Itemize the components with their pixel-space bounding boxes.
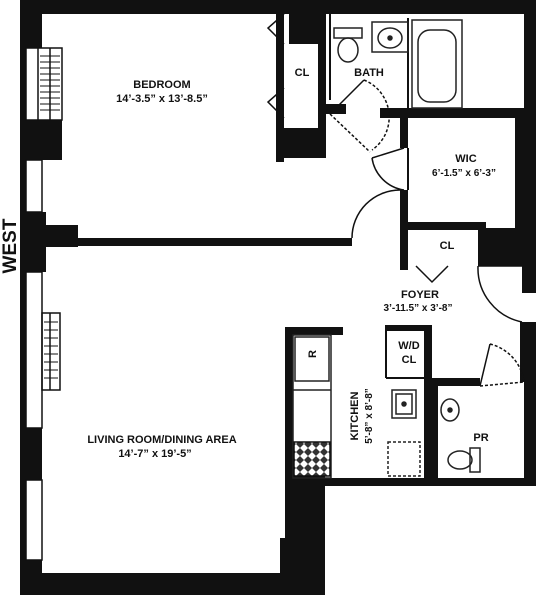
top-wall-bath [326, 0, 536, 14]
dishwasher [387, 441, 421, 477]
pr-door-leaf [479, 343, 491, 387]
pr-door-arc [489, 343, 525, 383]
window-living-upper [25, 271, 43, 429]
bedroom-closet-back [318, 14, 326, 139]
right-wall-upper [522, 118, 536, 293]
refrigerator-label: R [307, 350, 319, 358]
wd-closet-top-wall [385, 325, 432, 331]
bedroom-closet-door-lower [266, 87, 285, 119]
foyer-closet-right [478, 222, 486, 266]
bedroom-bottom-stub [42, 225, 78, 247]
bath-sink-counter [371, 21, 409, 53]
foyer-closet-door [415, 265, 449, 284]
bedroom-closet-label: CL [295, 67, 310, 79]
doors [266, 13, 525, 387]
right-wall-mid [520, 322, 536, 382]
foyer-name: FOYER [401, 289, 439, 301]
bedroom-door-arc [351, 189, 401, 239]
wic-door-arc [371, 157, 405, 191]
foyer-closet-label: CL [440, 240, 455, 252]
west-wall-lower [20, 428, 42, 480]
kitchen-name: KITCHEN [349, 392, 361, 441]
wic-left-lower-wall [400, 190, 408, 270]
wd-closet-line2: CL [402, 354, 417, 366]
right-wall-lower [524, 382, 536, 478]
bath-toilet-tank [333, 27, 363, 39]
pr-toilet-tank [469, 447, 481, 473]
kitchen-bottom-wall [285, 478, 536, 486]
kitchen-counter [292, 334, 332, 479]
kitchen-left-pillar [285, 470, 325, 573]
pr-top-wall [424, 378, 480, 386]
west-wall-top [20, 0, 42, 48]
bath-toilet-bowl [337, 37, 359, 63]
wd-closet-right-wall [424, 330, 432, 380]
pr-label: PR [473, 432, 488, 444]
top-wall-bedroom [20, 0, 330, 14]
bath-door-leaf [329, 79, 365, 115]
bedroom-closet-frame [276, 14, 284, 162]
pr-toilet-bowl [447, 450, 473, 470]
wic-left-wall [400, 118, 408, 148]
pr-left-wall [424, 378, 438, 486]
west-wall-sliver-c [20, 272, 26, 428]
refrigerator [294, 336, 330, 382]
kitchen-sink [391, 389, 417, 419]
bedroom-bottom-wall [42, 238, 352, 246]
walls [20, 0, 536, 595]
bedroom-closet-base [276, 128, 326, 158]
window-bedroom [25, 47, 63, 121]
kitchen-top-wall [285, 327, 343, 335]
bath-bottom-wall [380, 108, 536, 118]
foyer-closet-top [405, 222, 485, 230]
cooktop [293, 441, 331, 477]
bottom-wall [20, 573, 325, 595]
bathtub-inner [417, 29, 457, 103]
window-living-ac [41, 312, 61, 391]
bathtub [411, 19, 463, 109]
west-wall-sliver-a [20, 48, 26, 120]
bath-label: BATH [354, 67, 384, 79]
window-vents [40, 55, 60, 379]
window-living-lower [25, 479, 43, 561]
west-wall-upper [20, 120, 62, 160]
bath-sink-basin [377, 27, 403, 49]
wic-dims: 6’-1.5” x 6’-3” [432, 168, 496, 179]
foyer-dims: 3’-11.5” x 3’-8” [384, 303, 453, 314]
west-wall-sliver-d [20, 480, 26, 560]
bedroom-closet-door-upper [266, 13, 285, 45]
west-wall-sliver-b [20, 160, 26, 212]
right-wall-block [478, 228, 536, 266]
bath-right-wall [524, 0, 536, 118]
west-orientation-label: WEST [0, 218, 21, 273]
kitchen-left-wall [285, 327, 293, 573]
kitchen-dims: 5’-8” x 8’-8” [364, 388, 375, 444]
living-name: LIVING ROOM/DINING AREA [87, 434, 236, 446]
west-wall-middle [20, 212, 46, 272]
wic-name: WIC [455, 153, 476, 165]
bath-door-arc [363, 79, 390, 151]
living-dims: 14’-7” x 19’-5” [118, 448, 191, 460]
bedroom-name: BEDROOM [133, 79, 190, 91]
fixtures [292, 19, 481, 479]
windows [25, 47, 63, 561]
wic-door-leaf [371, 147, 405, 159]
entry-door-arc [477, 265, 523, 323]
window-bedroom-2 [25, 159, 43, 213]
wd-closet-line1: W/D [398, 340, 419, 352]
bedroom-dims: 14’-3.5” x 13’-8.5” [116, 93, 208, 105]
pr-sink [440, 398, 460, 422]
labels: BEDROOM 14’-3.5” x 13’-8.5” CL BATH WIC … [0, 67, 496, 460]
